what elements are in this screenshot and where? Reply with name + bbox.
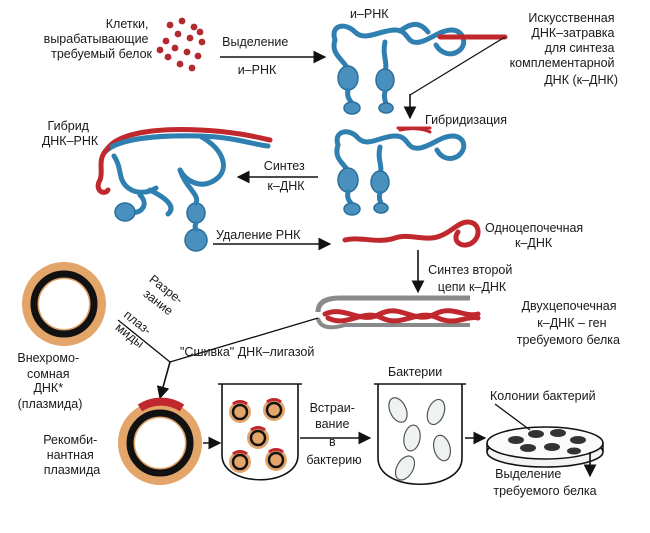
cutting-label-a: Разре- зание [137,272,188,321]
protein-isolation-label: Выделение требуемого белка [493,467,596,498]
bacteria-label: Бактерии [388,365,442,379]
mrna-with-primer [334,127,467,216]
dna-rna-hybrid [95,127,273,252]
second-strand-label: Синтез второй цепи к–ДНК [428,263,516,294]
cells-label: Клетки, вырабатывающие требуемый белок [44,17,153,61]
colonies-pointer [494,403,531,431]
hybrid-label: Гибрид ДНК–РНК [42,119,99,148]
mrna-label: и–РНК [350,7,389,21]
double-strand-label: Двухцепочечная к–ДНК – ген требуемого бе… [517,299,620,347]
primer-pointer-line [409,36,506,96]
plasmid-tube [218,383,302,481]
plasmid [22,262,106,346]
single-strand-cdna [342,219,481,248]
cutting-label-b: плаз- миды [112,308,157,352]
cell-dots [156,17,206,72]
bacteria-tube [374,383,466,485]
primer-label: Искусственная ДНК–затравка для синтеза к… [510,11,618,87]
plasmid-label: Внехромо- сомная ДНК* (плазмида) [17,351,82,411]
insertion-label: Встраи- вание в бактерию [306,401,361,467]
colonies-label: Колонии бактерий [490,389,596,403]
cdna-synthesis-label: Синтез к–ДНК [264,159,308,193]
isolation-label: Выделение и–РНК [222,35,292,77]
double-strand-cdna [315,295,481,330]
mrna-molecule [331,21,467,115]
single-strand-label: Одноцепочечная к–ДНК [485,221,587,250]
recombinant-label: Рекомби- нантная плазмида [43,433,101,477]
rna-removal-label: Удаление РНК [216,228,301,242]
cutting-line [117,319,171,363]
hybridization-label: Гибридизация [425,113,507,127]
petri-dish [486,426,604,468]
ligase-line [169,317,319,363]
recombinant-plasmid [118,397,202,485]
ligation-arrow [156,361,171,400]
ligase-label: "Сшивка" ДНК–лигазой [180,345,314,359]
